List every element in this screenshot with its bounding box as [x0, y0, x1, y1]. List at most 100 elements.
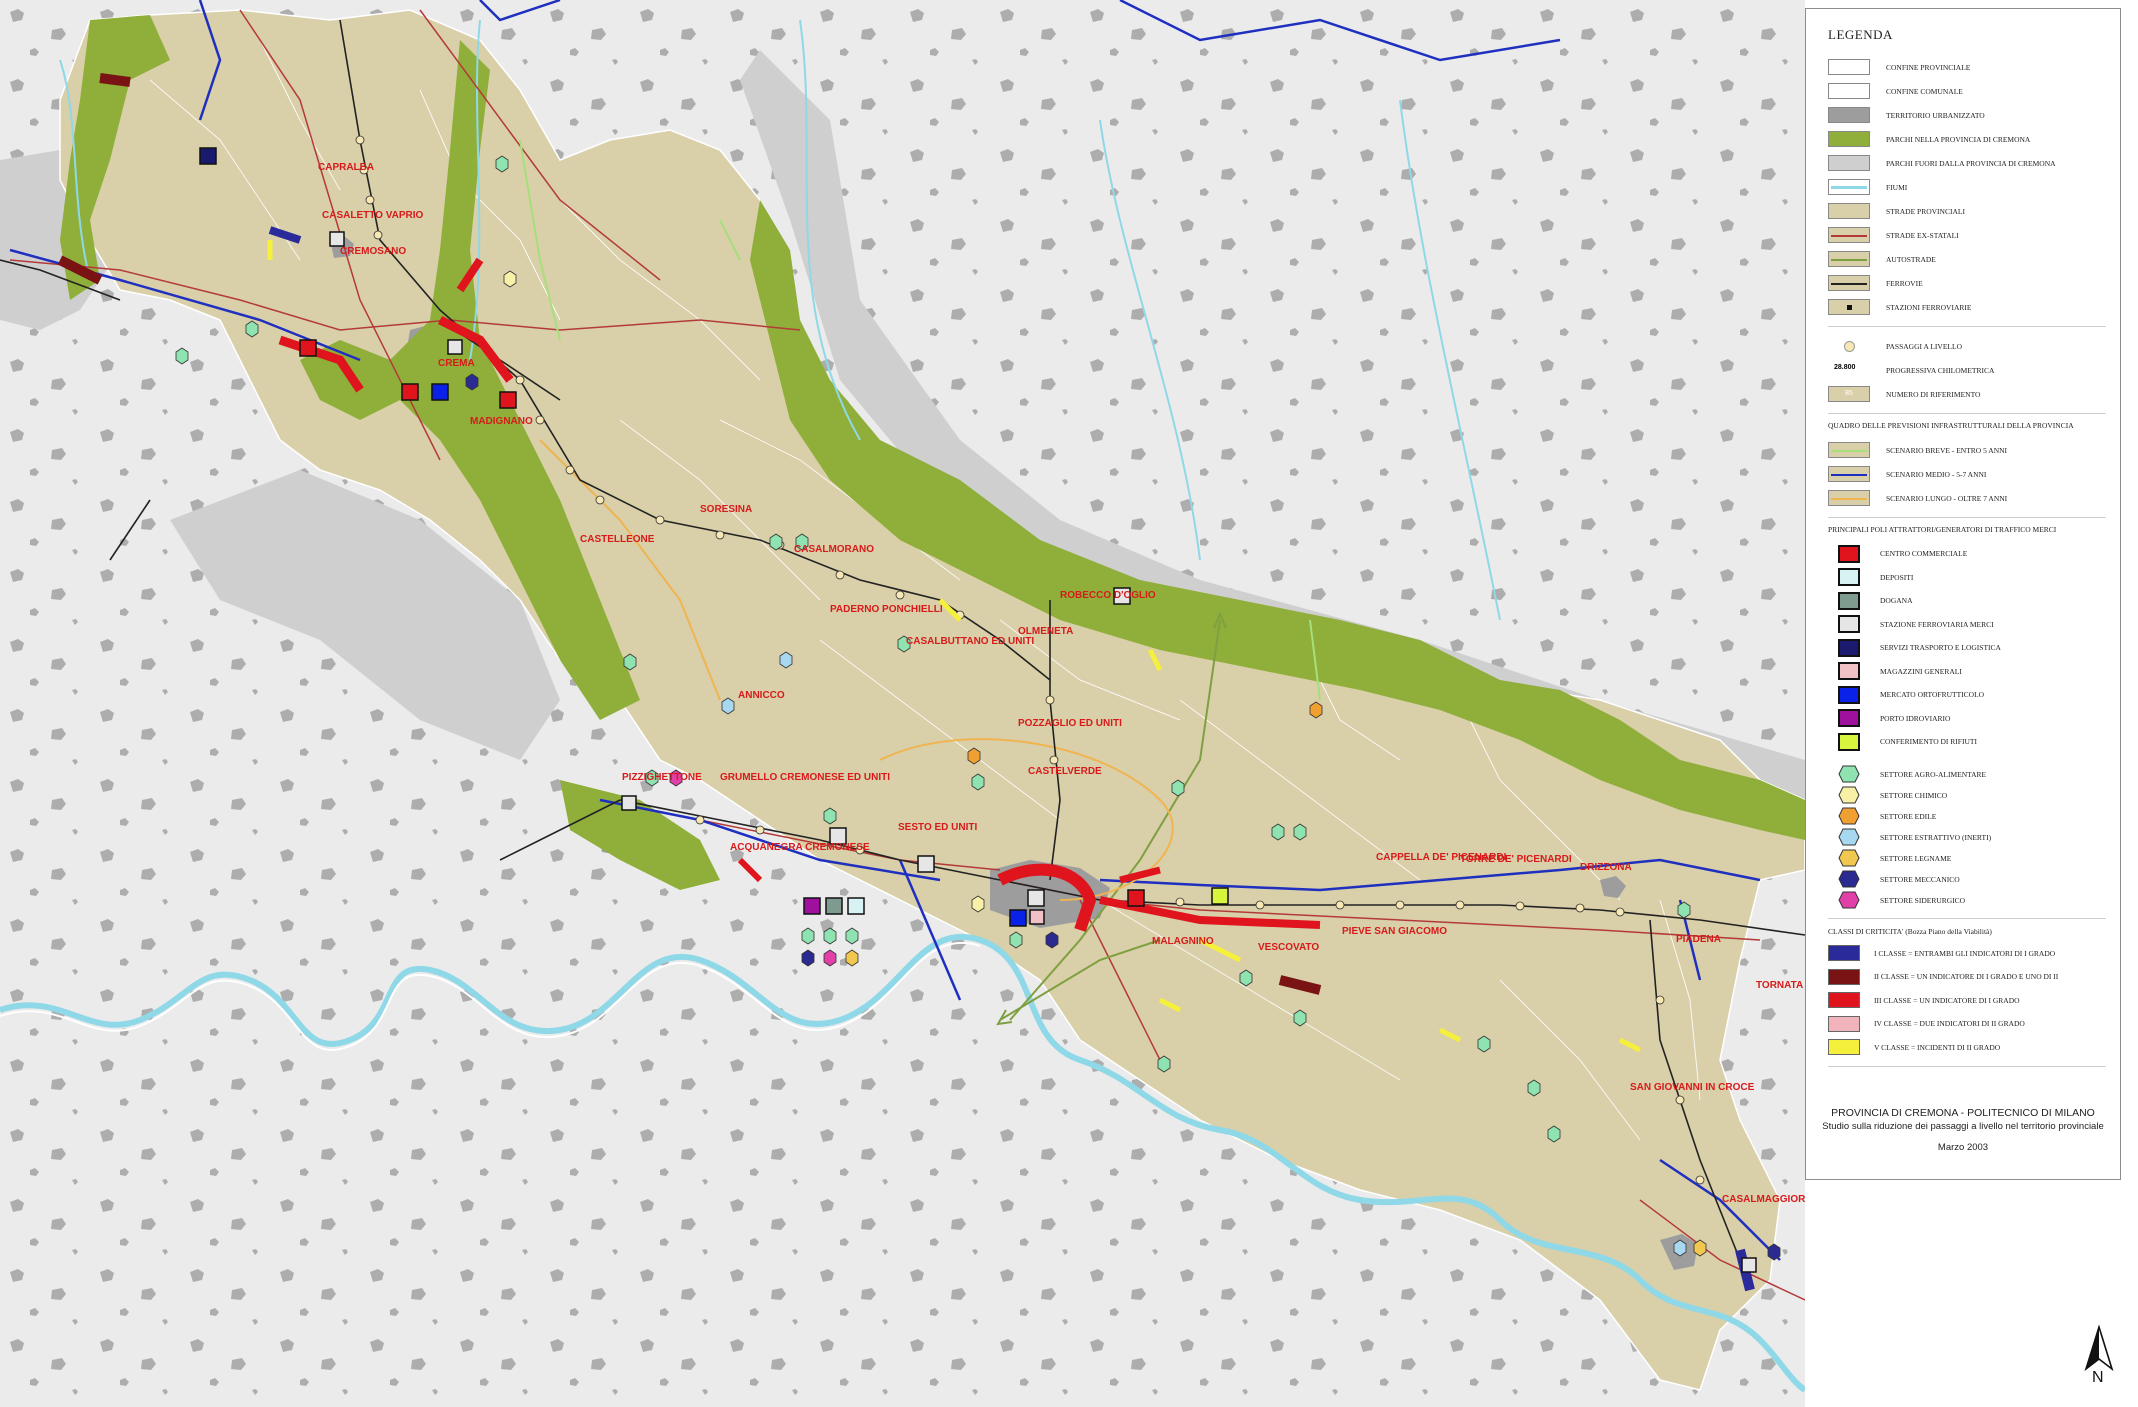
legend-base-swatch: [1828, 59, 1870, 75]
place-label: CASALBUTTANO ED UNITI: [906, 636, 1034, 647]
legend-criticity-swatch: [1828, 945, 1860, 962]
legend-base-label: PARCHI FUORI DALLA PROVINCIA DI CREMONA: [1886, 158, 2056, 168]
legend-sector-item: SETTORE CHIMICO: [1828, 785, 2106, 806]
legend-separator: [1828, 326, 2106, 327]
legend-base-swatch: [1828, 131, 1870, 147]
legend-base-item: CONFINE COMUNALE: [1828, 79, 2106, 103]
legend-criticity-label: I CLASSE = ENTRAMBI GLI INDICATORI DI I …: [1874, 948, 2056, 958]
footer-subtitle: Studio sulla riduzione dei passaggi a li…: [1822, 1121, 2104, 1132]
park-adda: [60, 15, 170, 300]
motorways: [999, 619, 1221, 1021]
motorway-arrows: [996, 611, 1227, 1026]
level-crossings: [355, 135, 1705, 1185]
legend-scenario-label: SCENARIO LUNGO - OLTRE 7 ANNI: [1886, 493, 2008, 503]
place-label: MADIGNANO: [470, 416, 533, 427]
legend-criticity-items: I CLASSE = ENTRAMBI GLI INDICATORI DI I …: [1828, 942, 2106, 1060]
legend-sector-label: SETTORE SIDERURGICO: [1880, 895, 1966, 905]
legend-base-label: STRADE EX-STATALI: [1886, 230, 1959, 240]
place-label: SAN GIOVANNI IN CROCE: [1630, 1082, 1755, 1093]
legend-base-label: FIUMI: [1886, 182, 1908, 192]
km-sample: 28.800: [1834, 364, 1856, 371]
legend-pole-swatch: [1838, 591, 1860, 610]
legend-sector-swatch: [1838, 807, 1860, 825]
legend-sector-label: SETTORE ESTRATTIVO (INERTI): [1880, 832, 1992, 842]
legend-base-item: FERROVIE: [1828, 271, 2106, 295]
legend-scenario-swatch: [1828, 466, 1870, 482]
legend-pole-label: DOGANA: [1880, 596, 1913, 606]
legend-sector-swatch: [1838, 765, 1860, 783]
legend-base-swatch: [1828, 275, 1870, 291]
place-label: CAPPELLA DE' PICENARDI: [1376, 852, 1507, 863]
river-po-bank: [0, 941, 981, 1051]
legend-criticity-swatch: [1828, 1039, 1860, 1056]
place-label: CASTELVERDE: [1028, 766, 1102, 777]
legend-sector-item: SETTORE ESTRATTIVO (INERTI): [1828, 827, 2106, 848]
legend-base-swatch: [1828, 227, 1870, 243]
legend-pole-swatch: [1838, 709, 1860, 728]
legend-base-swatch: [1828, 83, 1870, 99]
place-label: PADERNO PONCHIELLI: [830, 604, 943, 615]
legend-sector-swatch: [1838, 891, 1860, 909]
legend-criticity-swatch: [1828, 1015, 1860, 1032]
legend-separator: [1828, 517, 2106, 518]
park-oglio: [750, 200, 1805, 840]
legend-pole-label: PORTO IDROVIARIO: [1880, 713, 1951, 723]
legend-pole-swatch: [1838, 662, 1860, 681]
legend-ref-item: 85 NUMERO DI RIFERIMENTO: [1828, 382, 2106, 406]
legend-base-item: CONFINE PROVINCIALE: [1828, 55, 2106, 79]
legend-base-label: PARCHI NELLA PROVINCIA DI CREMONA: [1886, 134, 2031, 144]
map-canvas[interactable]: CAPRALBA CASALETTO VAPRIO CREMOSANO CREM…: [0, 0, 1805, 1407]
legend-base-item: STAZIONI FERROVIARIE: [1828, 295, 2106, 319]
legend-criticity-swatch: [1828, 992, 1860, 1009]
legend-base-swatch: [1828, 155, 1870, 171]
legend-pole-swatch: [1838, 568, 1860, 587]
place-label: TORNATA: [1756, 980, 1803, 991]
legend-sector-swatch: [1838, 828, 1860, 846]
legend-base-label: FERROVIE: [1886, 278, 1923, 288]
legend-base-item: PARCHI NELLA PROVINCIA DI CREMONA: [1828, 127, 2106, 151]
legend-pole-item: PORTO IDROVIARIO: [1828, 707, 2106, 731]
rivers-minor: [59, 19, 1501, 621]
place-label: CASALMORANO: [794, 544, 874, 555]
scenario-short-lines: [519, 139, 1321, 701]
legend-pole-item: MERCATO ORTOFRUTTICOLO: [1828, 683, 2106, 707]
legend-base-item: STRADE PROVINCIALI: [1828, 199, 2106, 223]
place-label: ACQUANEGRA CREMONESE: [730, 842, 870, 853]
legend-separator: [1828, 413, 2106, 414]
legend-sector-item: SETTORE AGRO-ALIMENTARE: [1828, 764, 2106, 785]
legend-base-swatch: [1828, 203, 1870, 219]
place-label: ROBECCO D'OGLIO: [1060, 590, 1156, 601]
legend-pole-item: SERVIZI TRASPORTO E LOGISTICA: [1828, 636, 2106, 660]
place-label: CREMA: [438, 358, 475, 369]
park-po: [560, 780, 720, 890]
legend-scenario-item: SCENARIO MEDIO - 5-7 ANNI: [1828, 462, 2106, 486]
legend-criticity-item: II CLASSE = UN INDICATORE DI I GRADO E U…: [1828, 965, 2106, 989]
legend-ref-label: NUMERO DI RIFERIMENTO: [1886, 389, 1981, 399]
place-label: ANNICCO: [738, 690, 785, 701]
legend-sector-swatch: [1838, 849, 1860, 867]
municipal-borders: [149, 39, 1701, 1141]
legend-scenario-label: SCENARIO BREVE - ENTRO 5 ANNI: [1886, 445, 2008, 455]
legend-criticity-label: III CLASSE = UN INDICATORE DI I GRADO: [1874, 995, 2020, 1005]
legend-scenario-title: QUADRO DELLE PREVISIONI INFRASTRUTTURALI…: [1828, 421, 2074, 430]
legend-criticity-label: II CLASSE = UN INDICATORE DI I GRADO E U…: [1874, 972, 2059, 982]
legend-base-label: AUTOSTRADE: [1886, 254, 1936, 264]
legend-pole-label: MAGAZZINI GENERALI: [1880, 666, 1962, 676]
poi-markers: [199, 147, 1757, 1273]
legend-pole-swatch: [1838, 638, 1860, 657]
legend-title: LEGENDA: [1828, 27, 1893, 42]
legend-criticity-title: CLASSI DI CRITICITA' (Bozza Piano della …: [1828, 926, 1992, 936]
place-label: CASALETTO VAPRIO: [322, 210, 424, 221]
legend-base-item: PARCHI FUORI DALLA PROVINCIA DI CREMONA: [1828, 151, 2106, 175]
legend-ref-swatch: 85: [1828, 386, 1870, 402]
legend-pole-swatch: [1838, 544, 1860, 563]
place-label: VESCOVATO: [1258, 942, 1319, 953]
legend-sector-label: SETTORE EDILE: [1880, 811, 1937, 821]
legend-pole-item: MAGAZZINI GENERALI: [1828, 660, 2106, 684]
place-label: POZZAGLIO ED UNITI: [1018, 718, 1122, 729]
legend-scenario-items: SCENARIO BREVE - ENTRO 5 ANNI SCENARIO ME…: [1828, 438, 2106, 510]
place-label: CASTELLEONE: [580, 534, 655, 545]
